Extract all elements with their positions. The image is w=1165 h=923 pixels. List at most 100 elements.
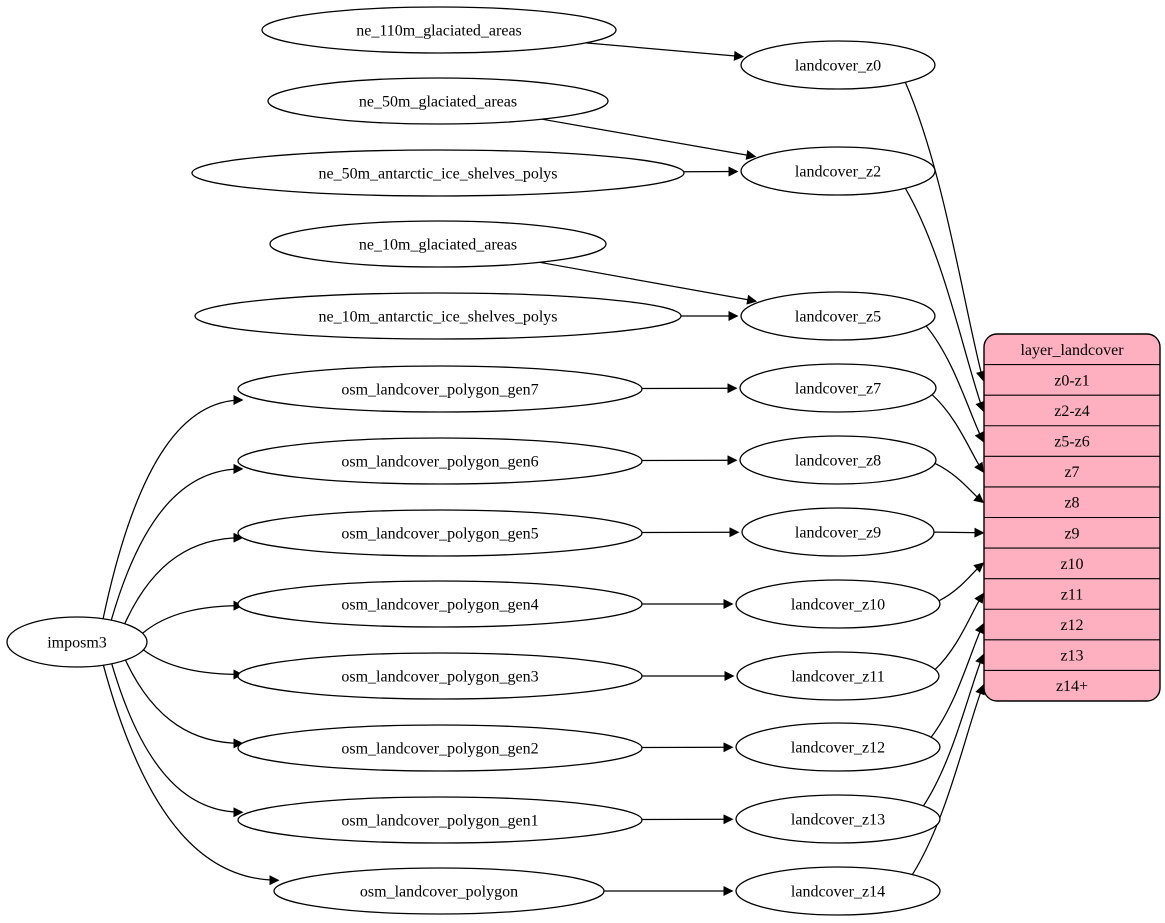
node-landcover_z5: landcover_z5 (740, 291, 936, 341)
node-ellipse-landcover_z0 (740, 40, 936, 90)
node-imposm3: imposm3 (6, 616, 148, 668)
node-landcover_z13: landcover_z13 (735, 794, 941, 844)
node-landcover_z11: landcover_z11 (736, 651, 940, 701)
edge-imposm3-to-osm_landcover_polygon_gen3 (143, 649, 244, 680)
node-label-ne_50m_antarctic_ice_shelves_polys: ne_50m_antarctic_ice_shelves_polys (318, 166, 557, 183)
node-ellipse-imposm3 (6, 616, 148, 668)
node-landcover_z7: landcover_z7 (739, 363, 937, 413)
node-ellipse-osm_landcover_polygon (273, 867, 605, 915)
node-label-landcover_z12: landcover_z12 (791, 740, 885, 757)
edge-imposm3-to-osm_landcover_polygon_gen6 (110, 463, 244, 621)
edge-landcover_z13-to-row-z13 (922, 653, 985, 807)
node-ellipse-ne_110m_glaciated_areas (261, 6, 617, 54)
node-landcover_z12: landcover_z12 (735, 722, 941, 772)
node-label-ne_110m_glaciated_areas: ne_110m_glaciated_areas (356, 23, 522, 40)
node-ellipse-landcover_z7 (739, 363, 937, 413)
node-landcover_z10: landcover_z10 (735, 579, 941, 629)
edge-imposm3-to-osm_landcover_polygon_gen7 (102, 394, 244, 619)
edge-landcover_z12-to-row-z12 (930, 623, 984, 738)
node-landcover_z14: landcover_z14 (735, 866, 941, 916)
record-row-z14+: z14+ (1056, 678, 1088, 695)
node-ellipse-landcover_z9 (741, 507, 935, 557)
node-ellipse-landcover_z5 (740, 291, 936, 341)
record-row-z9: z9 (1064, 525, 1079, 542)
record-title: layer_landcover (1020, 342, 1124, 359)
record-row-z13: z13 (1060, 648, 1083, 665)
edge-imposm3-to-osm_landcover_polygon_gen1 (111, 663, 244, 818)
node-label-landcover_z10: landcover_z10 (791, 597, 885, 614)
node-ellipse-osm_landcover_polygon_gen6 (237, 437, 643, 485)
node-ne_50m_antarctic_ice_shelves_polys: ne_50m_antarctic_ice_shelves_polys (191, 149, 685, 197)
nodes-layer: imposm3 ne_110m_glaciated_areas ne_50m_gla… (6, 6, 1161, 916)
record-row-z7: z7 (1064, 464, 1079, 481)
edge-landcover_z5-to-row-z5-z6 (925, 325, 984, 443)
node-osm_landcover_polygon_gen6: osm_landcover_polygon_gen6 (237, 437, 643, 485)
node-landcover_z2: landcover_z2 (740, 146, 936, 196)
node-label-landcover_z11: landcover_z11 (791, 669, 885, 686)
node-osm_landcover_polygon_gen5: osm_landcover_polygon_gen5 (237, 509, 643, 557)
node-label-osm_landcover_polygon_gen7: osm_landcover_polygon_gen7 (341, 382, 538, 399)
node-ellipse-osm_landcover_polygon_gen5 (237, 509, 643, 557)
edge-ne_110m_glaciated_areas-to-landcover_z0 (585, 42, 745, 61)
node-landcover_z0: landcover_z0 (740, 40, 936, 90)
edge-landcover_z10-to-row-z10 (938, 562, 985, 602)
edge-imposm3-to-osm_landcover_polygon_gen2 (124, 659, 244, 749)
node-label-landcover_z0: landcover_z0 (795, 58, 881, 75)
record-row-z11: z11 (1061, 586, 1084, 603)
node-label-osm_landcover_polygon_gen5: osm_landcover_polygon_gen5 (341, 526, 538, 543)
node-label-ne_50m_glaciated_areas: ne_50m_glaciated_areas (359, 94, 517, 111)
node-ne_110m_glaciated_areas: ne_110m_glaciated_areas (261, 6, 617, 54)
record-row-z12: z12 (1060, 617, 1083, 634)
node-ellipse-ne_10m_antarctic_ice_shelves_polys (194, 292, 682, 340)
node-label-ne_10m_glaciated_areas: ne_10m_glaciated_areas (359, 237, 517, 254)
record-row-z0-z1: z0-z1 (1054, 372, 1090, 389)
node-ellipse-osm_landcover_polygon_gen1 (237, 796, 643, 844)
node-ellipse-osm_landcover_polygon_gen4 (237, 580, 643, 628)
node-label-osm_landcover_polygon: osm_landcover_polygon (360, 884, 518, 901)
node-ne_10m_antarctic_ice_shelves_polys: ne_10m_antarctic_ice_shelves_polys (194, 292, 682, 340)
node-ellipse-landcover_z13 (735, 794, 941, 844)
node-ellipse-osm_landcover_polygon_gen7 (237, 365, 643, 413)
node-label-landcover_z2: landcover_z2 (795, 164, 881, 181)
node-label-imposm3: imposm3 (47, 635, 107, 652)
edge-landcover_z7-to-row-z7 (931, 394, 984, 473)
record-row-z2-z4: z2-z4 (1054, 403, 1090, 420)
edge-landcover_z8-to-row-z8 (934, 462, 985, 504)
node-ellipse-landcover_z10 (735, 579, 941, 629)
node-label-osm_landcover_polygon_gen4: osm_landcover_polygon_gen4 (341, 597, 538, 614)
edge-landcover_z0-to-row-z0-z1 (904, 82, 986, 382)
node-label-landcover_z7: landcover_z7 (795, 381, 881, 398)
edge-landcover_z11-to-row-z11 (934, 592, 984, 670)
node-label-landcover_z5: landcover_z5 (795, 309, 881, 326)
record-row-z8: z8 (1064, 495, 1079, 512)
edge-imposm3-to-osm_landcover_polygon_gen4 (142, 600, 244, 634)
node-ellipse-ne_50m_antarctic_ice_shelves_polys (191, 149, 685, 197)
node-ne_10m_glaciated_areas: ne_10m_glaciated_areas (269, 220, 607, 268)
node-ellipse-landcover_z8 (739, 435, 937, 485)
node-osm_landcover_polygon_gen1: osm_landcover_polygon_gen1 (237, 796, 643, 844)
node-label-osm_landcover_polygon_gen1: osm_landcover_polygon_gen1 (341, 813, 538, 830)
node-label-osm_landcover_polygon_gen2: osm_landcover_polygon_gen2 (341, 741, 538, 758)
edge-landcover_z2-to-row-z2-z4 (904, 187, 985, 412)
node-landcover_z8: landcover_z8 (739, 435, 937, 485)
node-label-landcover_z9: landcover_z9 (795, 525, 881, 542)
node-landcover_z9: landcover_z9 (741, 507, 935, 557)
record-row-z10: z10 (1060, 556, 1083, 573)
edge-landcover_z9-to-row-z9 (933, 527, 985, 538)
node-label-landcover_z14: landcover_z14 (791, 884, 885, 901)
node-ellipse-landcover_z12 (735, 722, 941, 772)
node-ellipse-ne_50m_glaciated_areas (267, 77, 609, 125)
node-label-osm_landcover_polygon_gen6: osm_landcover_polygon_gen6 (341, 454, 538, 471)
edges-layer (102, 42, 986, 896)
node-ellipse-landcover_z14 (735, 866, 941, 916)
record-layer-landcover: layer_landcover z0-z1 z2-z4 z5-z6 z7 z8 z9 z10 z… (983, 333, 1161, 702)
edge-landcover_z14-to-row-z14+ (911, 684, 985, 875)
node-ellipse-landcover_z11 (736, 651, 940, 701)
node-osm_landcover_polygon_gen2: osm_landcover_polygon_gen2 (237, 724, 643, 772)
node-ellipse-osm_landcover_polygon_gen2 (237, 724, 643, 772)
node-ellipse-osm_landcover_polygon_gen3 (237, 652, 643, 700)
edge-imposm3-to-osm_landcover_polygon (102, 664, 280, 886)
record-row-z5-z6: z5-z6 (1054, 434, 1090, 451)
